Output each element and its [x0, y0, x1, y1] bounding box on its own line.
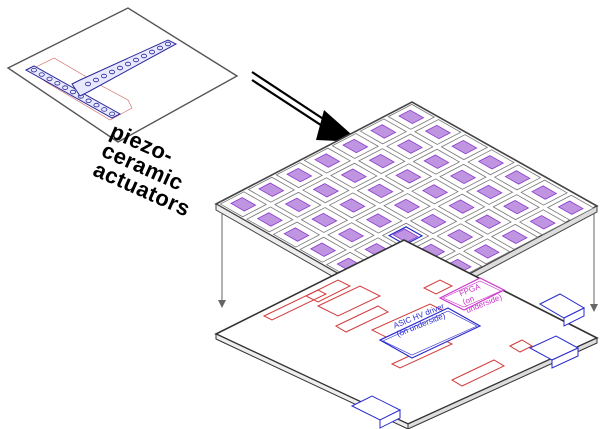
actuator-element	[340, 168, 367, 183]
actuator-strip-sheet	[6, 7, 239, 143]
actuator-element	[393, 198, 421, 214]
actuator-element	[370, 124, 397, 139]
actuator-dot	[164, 41, 171, 47]
actuator-grid	[219, 103, 595, 309]
actuator-element	[230, 197, 257, 212]
actuator-element	[473, 244, 500, 259]
actuator-element	[312, 183, 339, 198]
actuator-dot	[132, 57, 139, 63]
connector-small	[422, 279, 534, 353]
actuator-dot	[85, 98, 92, 103]
actuator-array-plate	[214, 101, 599, 317]
actuator-dot	[140, 53, 147, 59]
actuator-element	[501, 229, 528, 245]
actuator-element	[256, 212, 283, 227]
actuator-element	[365, 213, 393, 228]
actuator-strip-vertical	[71, 39, 178, 97]
actuator-element	[421, 184, 449, 199]
actuator-dot	[85, 81, 92, 87]
actuator-dot	[101, 107, 108, 112]
connector-right-bottom	[528, 335, 580, 369]
connector-front	[350, 395, 402, 429]
actuator-dot	[30, 67, 37, 73]
actuator-dot	[38, 72, 45, 77]
fpga-chip	[438, 277, 506, 311]
actuator-element	[337, 227, 365, 243]
actuator-element	[396, 139, 423, 154]
actuator-element	[476, 184, 503, 200]
actuator-element	[420, 213, 447, 229]
actuator-element	[529, 215, 556, 230]
actuator-dot	[54, 81, 61, 86]
actuator-dot	[148, 49, 155, 55]
actuator-dot	[70, 89, 77, 95]
actuator-element	[339, 198, 366, 213]
actuator-element	[368, 153, 395, 169]
actuator-dot	[101, 73, 108, 79]
actuator-element	[557, 200, 584, 215]
actuator-element	[258, 182, 285, 197]
actuator-element	[424, 124, 451, 140]
actuator-dot	[109, 69, 116, 75]
actuator-element	[283, 227, 310, 242]
actuator-element	[531, 185, 558, 200]
actuator-dot	[93, 102, 100, 108]
actuator-dot	[46, 76, 53, 82]
actuator-element	[448, 199, 475, 214]
actuator-element	[311, 212, 338, 228]
actuator-dot	[156, 45, 163, 51]
actuator-element	[449, 169, 477, 185]
actuator-element	[395, 169, 422, 184]
actuator-element	[286, 167, 313, 183]
actuator-element	[342, 138, 369, 154]
actuator-element	[392, 228, 419, 243]
actuator-dot	[109, 111, 116, 117]
actuator-element	[451, 139, 478, 155]
actuator-element	[367, 183, 394, 199]
asic-driver-chip	[378, 307, 482, 359]
actuator-element	[475, 214, 502, 229]
actuator-element	[314, 153, 341, 168]
actuator-element	[477, 155, 505, 170]
actuator-element	[309, 242, 337, 257]
actuator-element	[504, 170, 531, 185]
actuator-dot	[93, 77, 100, 83]
actuator-element	[423, 154, 450, 169]
actuator-dot	[117, 65, 124, 71]
assembly-arrow	[251, 71, 360, 142]
actuator-dot	[62, 85, 69, 90]
actuator-element	[398, 109, 425, 125]
actuator-dot	[125, 61, 132, 67]
actuator-element	[503, 199, 530, 215]
actuator-element	[284, 197, 311, 213]
actuator-element	[447, 229, 474, 244]
circuit-board	[214, 239, 599, 429]
guide-arrow-right	[590, 214, 598, 312]
guide-arrow-left	[218, 214, 226, 308]
connector-right-top	[538, 293, 586, 327]
